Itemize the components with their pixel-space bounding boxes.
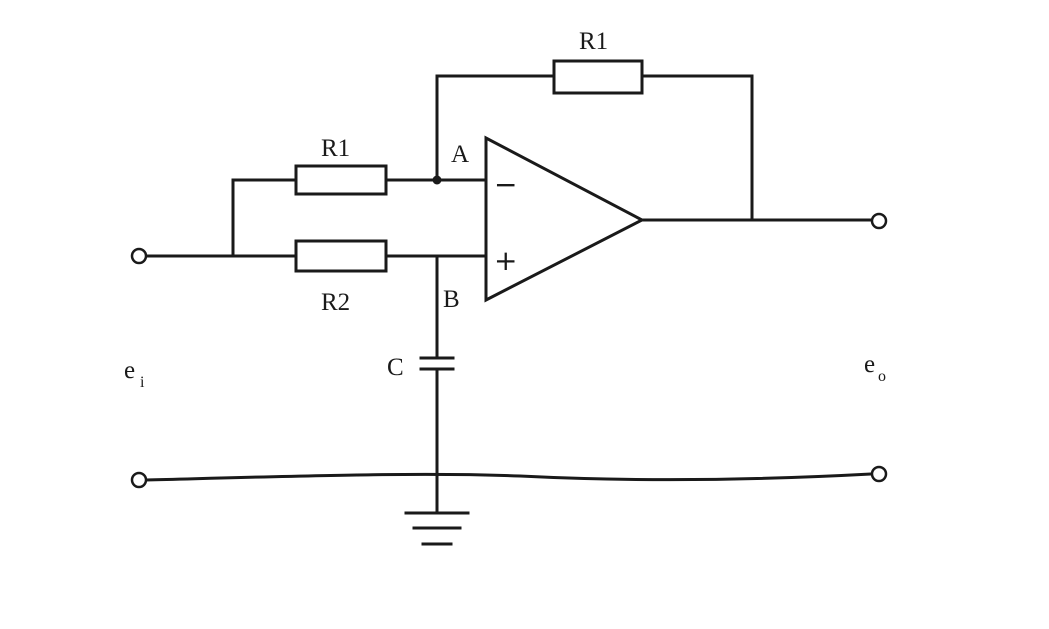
feedback-wire-left [435,74,556,182]
input-terminal-bottom [130,471,148,489]
op-amp-triangle [484,135,646,303]
r1-input-resistor [294,164,388,196]
input-terminal-top [130,247,148,265]
input-voltage-subscript: i [140,374,145,391]
node-a-label: A [451,141,469,168]
r2-resistor [294,239,388,273]
output-voltage-subscript: o [878,368,886,385]
input-voltage-label: e [124,357,135,384]
r1-feedback-resistor [552,59,644,95]
node-b-label: B [443,286,460,313]
output-terminal-top [870,212,888,230]
common-line [144,472,873,482]
branch-wire [231,178,298,258]
r1-feedback-label: R1 [579,28,608,55]
feedback-wire-right [640,74,754,222]
r2-label: R2 [321,289,350,316]
output-voltage-label: e [864,351,875,378]
output-terminal-bottom [870,465,888,483]
inverting-input-sign: − [494,168,517,201]
r1-input-label: R1 [321,135,350,162]
capacitor-label: C [387,354,404,381]
noninverting-input-sign: + [494,244,517,277]
